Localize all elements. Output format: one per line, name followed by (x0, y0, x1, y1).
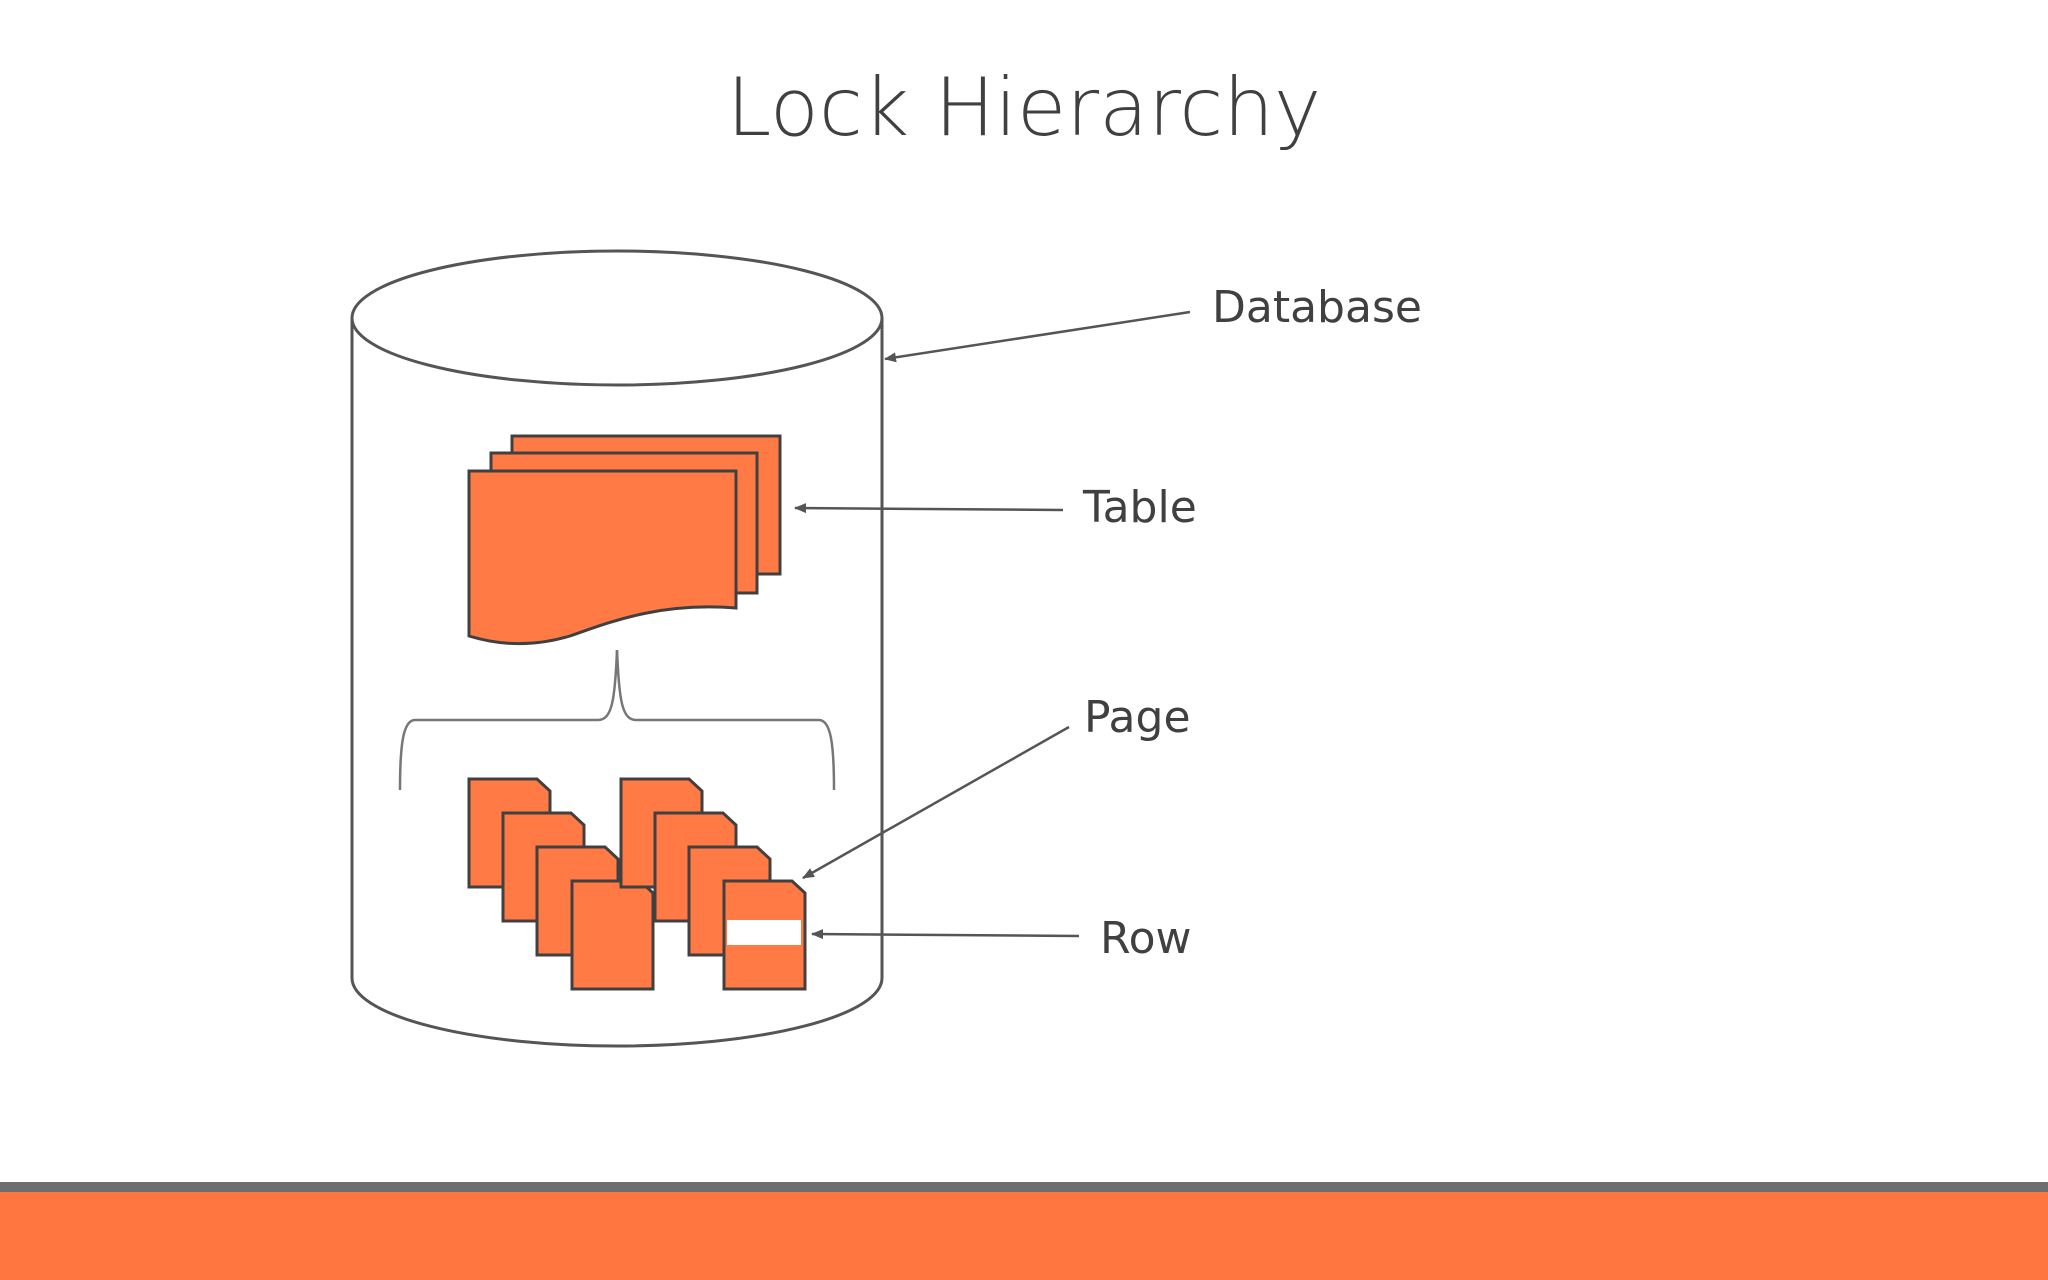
footer-rule (0, 1182, 2048, 1192)
page-arrow (802, 725, 1070, 880)
database-label: Database (1212, 282, 1422, 333)
slide-title: Lock Hierarchy (726, 61, 1322, 154)
row-highlight-icon (727, 920, 801, 945)
brace-icon (398, 649, 836, 791)
footer-bar (0, 1192, 2048, 1280)
database-arrow (884, 310, 1191, 363)
lock-hierarchy-diagram: Database Table Page Row (350, 249, 1422, 1048)
row-label: Row (1100, 913, 1192, 964)
row-arrow (811, 929, 1080, 940)
table-sheets-icon (467, 434, 782, 646)
pages-left-icon (467, 777, 655, 991)
table-arrow (794, 503, 1064, 514)
page-label: Page (1084, 692, 1191, 743)
table-label: Table (1082, 482, 1197, 533)
